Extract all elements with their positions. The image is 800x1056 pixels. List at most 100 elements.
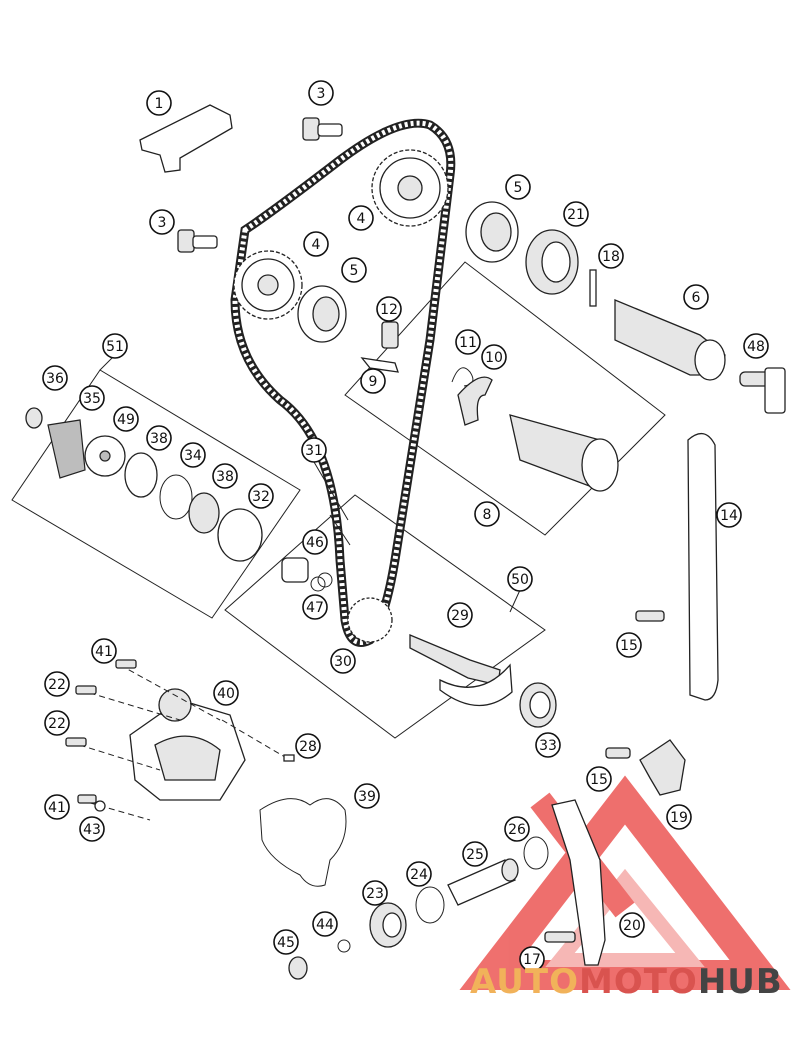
callout-circle — [507, 566, 533, 592]
callout-number: 9 — [369, 374, 378, 390]
callout-34: 34 — [180, 442, 206, 468]
callout-circle — [447, 602, 473, 628]
callout-38: 38 — [212, 463, 238, 489]
fitting-23 — [369, 902, 407, 948]
bolt-line-22-top — [79, 689, 181, 721]
water-pump-cover-40 — [129, 688, 246, 801]
callout-circle — [248, 483, 274, 509]
callout-19: 19 — [666, 804, 692, 830]
callout-circle — [666, 804, 692, 830]
callout-number: 44 — [316, 917, 334, 933]
callout-40: 40 — [213, 680, 239, 706]
callout-circle — [330, 648, 356, 674]
callout-number: 5 — [514, 180, 523, 196]
callout-number: 6 — [692, 290, 701, 306]
callout-number: 29 — [451, 608, 469, 624]
callout-41: 41 — [91, 638, 117, 664]
group-box-8 — [344, 261, 666, 536]
callout-number: 15 — [620, 638, 638, 654]
callout-number: 1 — [155, 96, 164, 112]
needle-bearing-33 — [519, 682, 557, 728]
callout-41: 41 — [44, 794, 70, 820]
callout-number: 33 — [539, 738, 557, 754]
seal-24 — [415, 886, 445, 924]
callout-circle — [619, 912, 645, 938]
callout-circle — [716, 502, 742, 528]
bolt-22-top — [75, 685, 97, 695]
callout-number: 40 — [217, 686, 235, 702]
callout-circle — [354, 783, 380, 809]
callout-4: 4 — [348, 205, 374, 231]
bracket-10 — [457, 376, 493, 426]
callout-circle — [462, 841, 488, 867]
callout-number: 5 — [350, 263, 359, 279]
callout-circle — [44, 671, 70, 697]
washer-43 — [94, 800, 106, 812]
callout-circle — [505, 174, 531, 200]
callout-circle — [44, 710, 70, 736]
callout-31: 31 — [301, 437, 327, 463]
callout-48: 48 — [743, 333, 769, 359]
callout-circle — [102, 333, 128, 359]
callout-22: 22 — [44, 710, 70, 736]
callout-circle — [481, 344, 507, 370]
callout-circle — [302, 594, 328, 620]
callout-number: 19 — [670, 810, 688, 826]
callout-number: 50 — [511, 572, 529, 588]
callout-number: 43 — [83, 822, 101, 838]
callout-20: 20 — [619, 912, 645, 938]
callout-number: 22 — [48, 716, 66, 732]
callout-circle — [302, 529, 328, 555]
callout-number: 3 — [158, 215, 167, 231]
bolt-41-low — [77, 794, 97, 804]
callout-circle — [586, 766, 612, 792]
callout-number: 15 — [590, 772, 608, 788]
callout-21: 21 — [563, 201, 589, 227]
watermark-moto: MOTO — [578, 962, 698, 1002]
callout-17: 17 — [519, 946, 545, 972]
callout-circle — [212, 463, 238, 489]
bolt-line-28 — [221, 719, 291, 761]
callout-circle — [213, 680, 239, 706]
callout-35: 35 — [79, 385, 105, 411]
callout-number: 39 — [358, 789, 376, 805]
callout-number: 17 — [523, 952, 541, 968]
callout-circle — [376, 296, 402, 322]
callout-circle — [79, 816, 105, 842]
callout-14: 14 — [716, 502, 742, 528]
callout-circle — [504, 816, 530, 842]
washer-44 — [337, 939, 351, 953]
bearing-5-right — [465, 201, 519, 263]
callout-5: 5 — [505, 174, 531, 200]
callout-circle — [683, 284, 709, 310]
callout-26: 26 — [504, 816, 530, 842]
callout-6: 6 — [683, 284, 709, 310]
callout-circle — [563, 201, 589, 227]
camshaft-sprocket-lower — [233, 250, 303, 320]
gasket-39 — [259, 798, 347, 887]
callout-1: 1 — [146, 90, 172, 116]
lever-9 — [360, 357, 399, 373]
callout-45: 45 — [273, 929, 299, 955]
callout-22: 22 — [44, 671, 70, 697]
bolt-17 — [544, 931, 576, 943]
callout-number: 38 — [150, 431, 168, 447]
callout-18: 18 — [598, 243, 624, 269]
callout-30: 30 — [330, 648, 356, 674]
callout-number: 31 — [305, 443, 323, 459]
callout-5: 5 — [341, 257, 367, 283]
callout-circle — [341, 257, 367, 283]
callout-number: 46 — [306, 535, 324, 551]
callout-number: 30 — [334, 654, 352, 670]
callout-49: 49 — [113, 406, 139, 432]
callout-circle — [362, 880, 388, 906]
callout-circle — [273, 929, 299, 955]
callout-circle — [535, 732, 561, 758]
callout-circle — [312, 911, 338, 937]
callout-number: 51 — [106, 339, 124, 355]
callout-number: 32 — [252, 489, 270, 505]
callout-10: 10 — [481, 344, 507, 370]
callout-number: 47 — [306, 600, 324, 616]
callout-number: 18 — [602, 249, 620, 265]
watermark-text: AUTOMOTOHUB — [470, 962, 783, 1002]
